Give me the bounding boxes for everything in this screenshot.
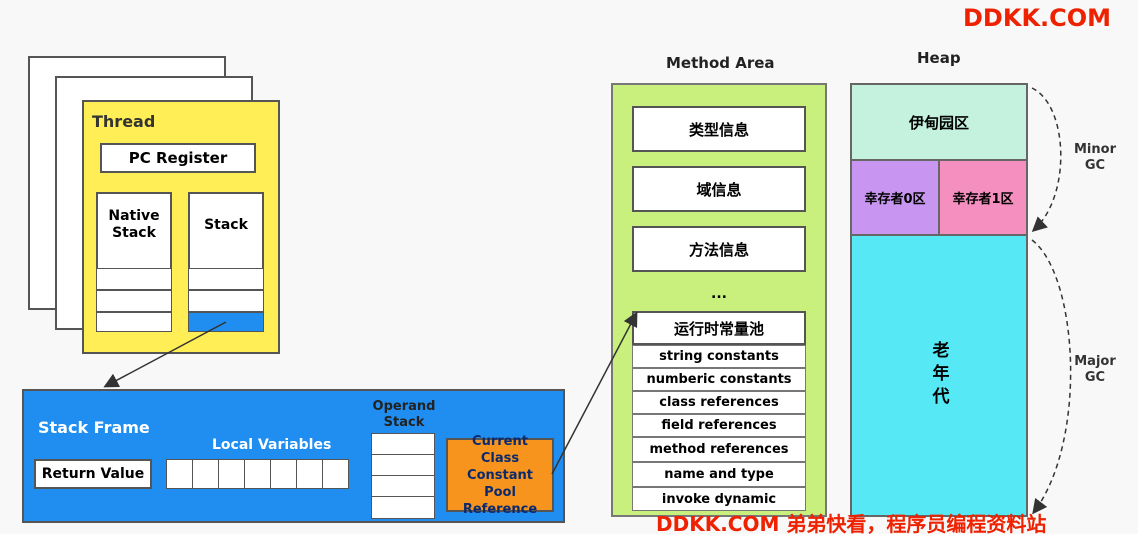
runtime-constant-pool-title: 运行时常量池 — [632, 311, 806, 345]
operand-stack — [371, 433, 435, 519]
pool-item-field-references: field references — [632, 414, 806, 437]
pool-item-name-and-type: name and type — [632, 462, 806, 487]
local-variable-slot — [192, 459, 220, 489]
heap-old-generation-label: 老年代 — [928, 341, 949, 410]
native-stack-label: Native Stack — [108, 208, 160, 241]
heap-title: Heap — [917, 49, 961, 67]
pool-item-string-constants: string constants — [632, 345, 806, 368]
native-stack-cell — [96, 290, 172, 312]
watermark-top: DDKK.COM — [963, 4, 1112, 32]
pool-reference-arrow — [551, 311, 638, 475]
native-stack-cell — [96, 312, 172, 332]
local-variable-slot — [322, 459, 349, 489]
thread-title: Thread — [92, 112, 156, 131]
return-value: Return Value — [34, 459, 152, 489]
heap-old-generation: 老年代 — [850, 234, 1028, 517]
heap-eden: 伊甸园区 — [850, 83, 1028, 161]
stack-cell — [188, 290, 264, 312]
local-variable-slot — [166, 459, 194, 489]
method-area-ellipsis: ... — [711, 286, 727, 302]
pc-register: PC Register — [100, 143, 256, 173]
stack-frame-title: Stack Frame — [38, 418, 150, 437]
method-info: 方法信息 — [632, 226, 806, 272]
local-variables-array — [166, 459, 349, 489]
operand-stack-label: Operand Stack — [372, 399, 436, 430]
method-area-title: Method Area — [666, 54, 775, 72]
field-info: 域信息 — [632, 166, 806, 212]
local-variable-slot — [244, 459, 272, 489]
local-variable-slot — [270, 459, 298, 489]
native-stack-cell — [96, 268, 172, 290]
heap-survivor-0: 幸存者0区 — [850, 159, 940, 236]
minor-gc-label: Minor GC — [1074, 142, 1116, 173]
minor-gc-arrow — [1031, 87, 1062, 233]
pool-item-class-references: class references — [632, 391, 806, 414]
major-gc-arrow — [1031, 239, 1072, 515]
type-info: 类型信息 — [632, 106, 806, 152]
operand-slot — [371, 496, 435, 519]
pool-item-invoke-dynamic: invoke dynamic — [632, 487, 806, 511]
current-class-constant-pool-reference: Current Class Constant Pool Reference — [446, 434, 554, 517]
stack-label: Stack — [204, 217, 248, 233]
local-variable-slot — [296, 459, 324, 489]
major-gc-label: Major GC — [1074, 354, 1116, 385]
pool-item-numberic-constants: numberic constants — [632, 368, 806, 391]
local-variables-label: Local Variables — [212, 437, 332, 453]
watermark-bottom: DDKK.COM 弟弟快看，程序员编程资料站 — [656, 512, 1047, 534]
pool-item-method-references: method references — [632, 437, 806, 462]
stack-cell — [188, 268, 264, 290]
heap-survivor-1: 幸存者1区 — [938, 159, 1028, 236]
stack-to-frame-arrow — [103, 321, 227, 388]
runtime-constant-pool: 运行时常量池 string constants numberic constan… — [632, 311, 806, 511]
